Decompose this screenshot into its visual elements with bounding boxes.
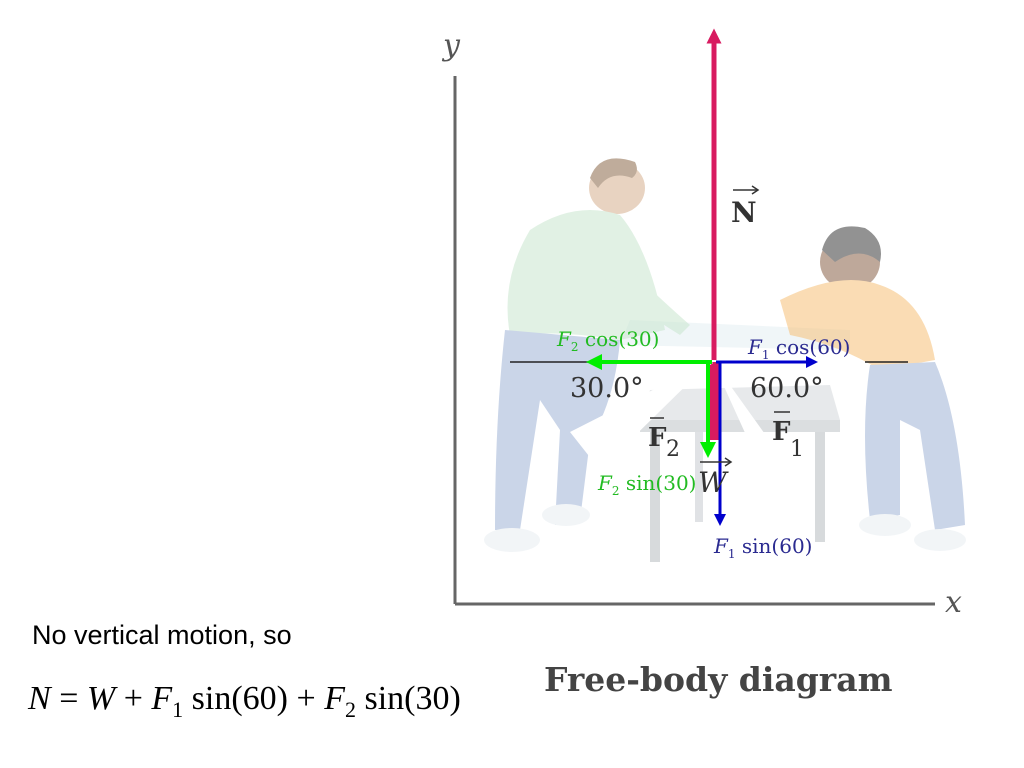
diagram-caption: Free-body diagram xyxy=(544,660,893,699)
angle-wedge-right xyxy=(712,360,812,510)
angle-label-left: 30.0° xyxy=(570,373,644,404)
f2-direction-line xyxy=(609,360,713,427)
normal-force-equation: N = W + F1 sin(60) + F2 sin(30) xyxy=(28,680,461,722)
right-person-illustration xyxy=(780,226,966,551)
f1-cos-label: F1 cos(60) xyxy=(747,335,850,362)
f1-sin-label: F1 sin(60) xyxy=(713,534,812,561)
angle-label-right: 60.0° xyxy=(750,373,824,404)
svg-text:N: N xyxy=(731,196,757,229)
f2-cos-label: F2 cos(30) xyxy=(556,327,659,354)
svg-text:W: W xyxy=(698,466,729,499)
f2-sin-label: F2 sin(30) xyxy=(597,471,696,498)
vector-label-w: W xyxy=(698,457,733,499)
angle-wedge-left xyxy=(570,360,712,470)
left-person-illustration xyxy=(484,158,690,552)
vertical-motion-note: No vertical motion, so xyxy=(32,620,292,650)
vector-label-f2: F 2 xyxy=(648,417,680,462)
y-axis-label: y xyxy=(441,28,461,63)
svg-text:F: F xyxy=(648,423,667,453)
svg-text:F: F xyxy=(772,417,791,447)
svg-text:1: 1 xyxy=(790,437,804,462)
vector-label-f1: F 1 xyxy=(772,411,804,462)
vector-label-n: N xyxy=(731,185,760,229)
svg-text:2: 2 xyxy=(666,437,680,462)
x-axis-label: x xyxy=(945,585,962,620)
